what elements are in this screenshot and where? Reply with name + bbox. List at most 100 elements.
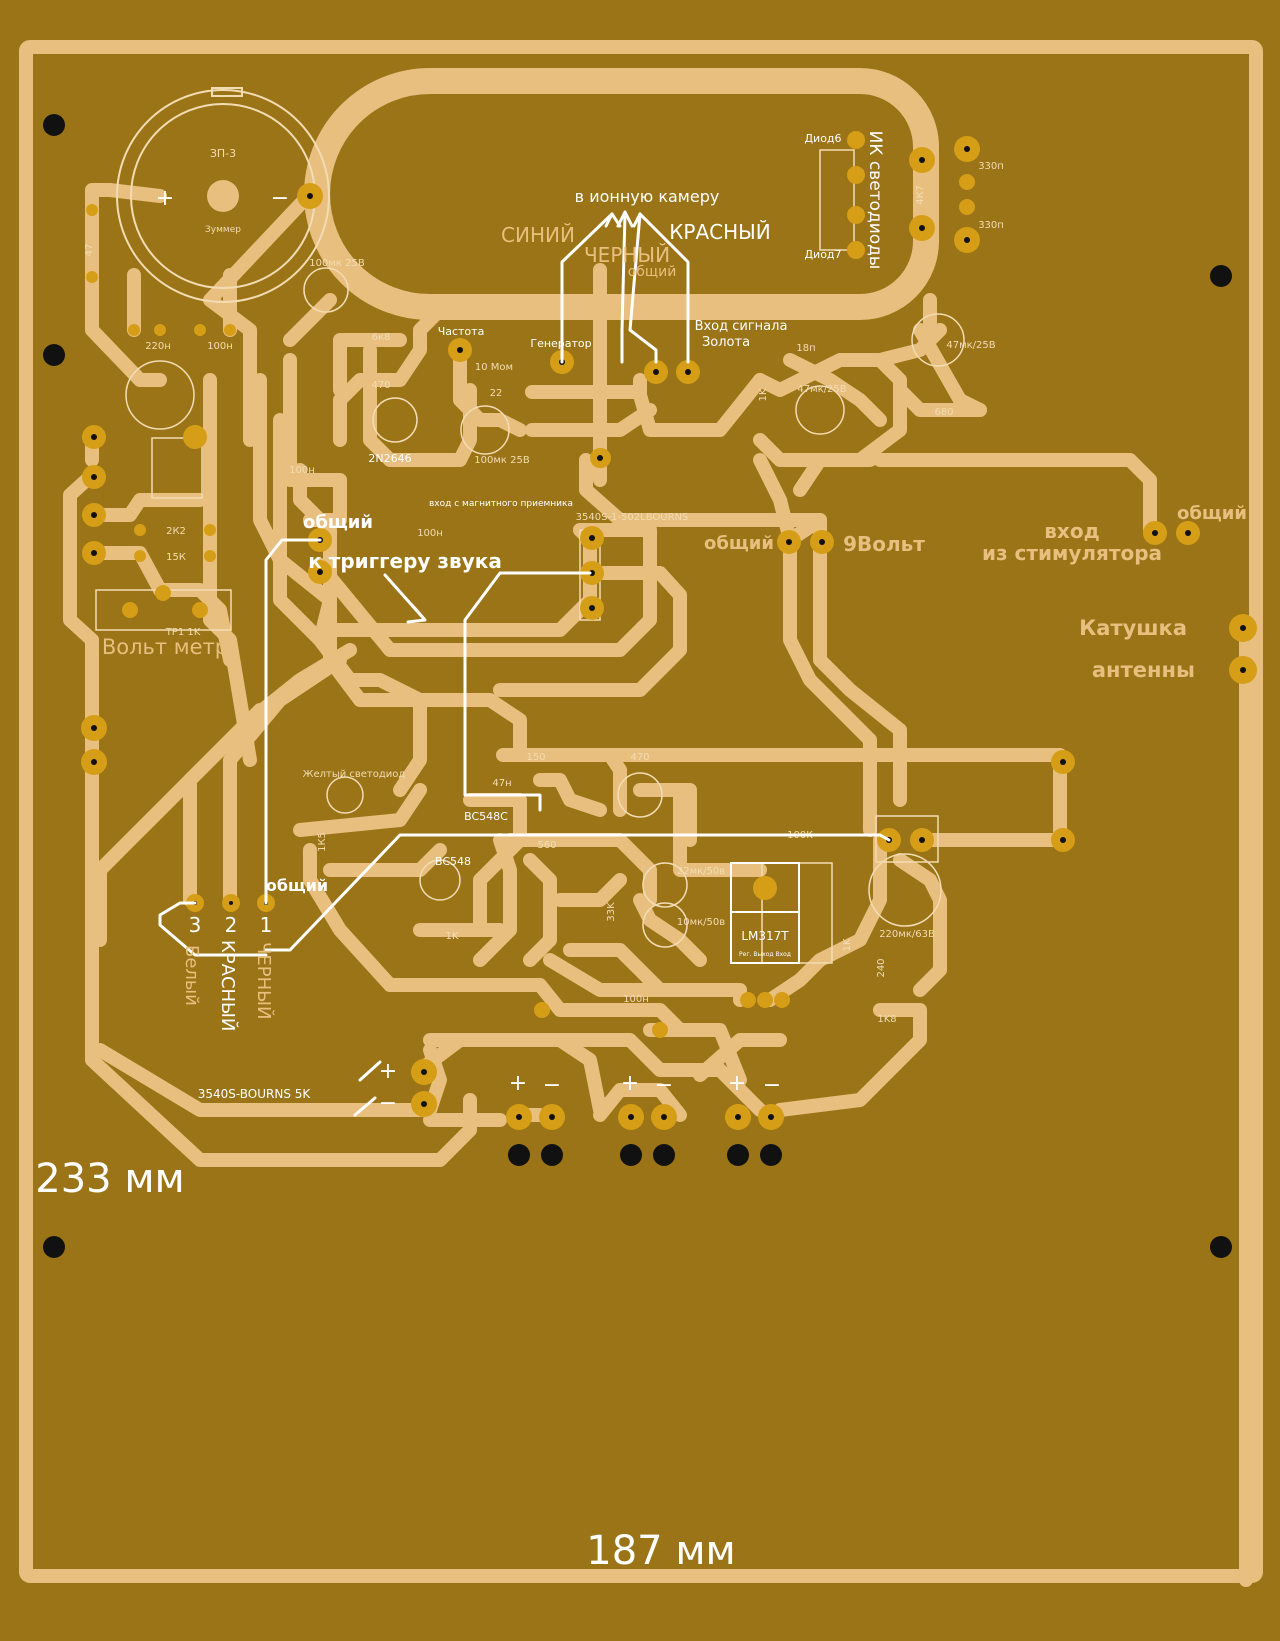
value-r680: 680 (934, 407, 953, 418)
value-c220mk: 220мк/63В (879, 929, 935, 940)
label-frequency: Частота (438, 325, 485, 338)
silk-wires (158, 210, 891, 1117)
label-signal-in: Вход сигнала (695, 319, 788, 334)
copper-traces (63, 183, 1253, 1587)
value-c100n-a: 100н (207, 341, 233, 352)
buzzer: ЗП-3 Зуммер + − (116, 87, 330, 303)
value-c100mk: 100мк 25В (309, 258, 365, 269)
label-diode6: Диод6 (804, 132, 841, 145)
label-tp1: TP1 1K (165, 627, 201, 638)
label-antenna: антенны (1092, 658, 1195, 682)
label-diode7: Диод7 (804, 248, 841, 261)
label-pin2: 2 (225, 913, 238, 937)
value-c220n: 220н (145, 341, 171, 352)
label-2n2646: 2N2646 (368, 452, 411, 465)
value-r1k-c: 1K (842, 938, 853, 951)
value-c330p-a: 330п (978, 161, 1004, 172)
value-r470b: 470 (630, 752, 649, 763)
value-c10mk: 10мк/50в (677, 917, 725, 928)
value-r22: 22 (490, 388, 503, 399)
label-to-sound-trigger: к триггеру звука (308, 549, 502, 573)
lm317-label: LM317T (741, 929, 789, 943)
value-c100n-b: 100н (289, 465, 315, 476)
terminal-holes (508, 1144, 782, 1166)
value-r2k2: 2К2 (166, 526, 186, 537)
value-c47n: 47н (492, 778, 511, 789)
value-r240: 240 (876, 958, 887, 977)
labels: в ионную камеру СИНИЙ ЧЕРНЫЙ КРАСНЫЙ общ… (35, 131, 1247, 1574)
terminal-polarity: + − + − + − + − (379, 1059, 781, 1116)
label-bc548: BC548 (435, 855, 471, 868)
regulator-lm317: LM317T Рег. Выход Вход (730, 862, 800, 964)
buzzer-label: ЗП-3 (210, 147, 236, 160)
label-yellow-led: Желтый светодиод (303, 769, 406, 780)
transistor-2n2646-top (95, 149, 965, 964)
label-height: 233 мм (35, 1156, 184, 1202)
buzzer-plus: + (156, 186, 174, 211)
label-pin1: 1 (260, 913, 273, 937)
label-coil: Катушка (1079, 616, 1187, 640)
label-common-bottom: общий (266, 876, 328, 895)
label-common-small: общий (628, 264, 677, 280)
t0-minus: − (379, 1091, 397, 1116)
label-trimmer-bottom: 3540S-BOURNS 5K (198, 1087, 312, 1101)
label-generator: Генератор (530, 337, 591, 350)
value-c47mk-b: 47мк/25В (797, 384, 846, 395)
value-c100n-d: 100н (623, 994, 649, 1005)
label-black: ЧЕРНЫЙ (584, 243, 670, 267)
value-r1k-b: 1K (446, 931, 459, 942)
label-bc548c: BC548C (464, 810, 508, 823)
t3-minus: − (763, 1073, 781, 1098)
label-blue: СИНИЙ (501, 223, 575, 247)
lm317-pins: Рег. Выход Вход (739, 951, 791, 958)
buzzer-name: Зуммер (205, 225, 241, 235)
t2-minus: − (655, 1073, 673, 1098)
value-r150: 150 (526, 752, 545, 763)
value-c18p: 18п (796, 343, 815, 354)
mounting-holes (43, 114, 1232, 1258)
value-c100mk-b: 100мк 25В (474, 455, 530, 466)
label-common-stim: общий (1177, 503, 1247, 524)
label-input: вход (1044, 519, 1099, 543)
label-width: 187 мм (586, 1528, 735, 1574)
value-r1k: 1K (758, 388, 769, 401)
value-r10m: 10 Мом (475, 362, 513, 373)
t1-plus: + (509, 1071, 527, 1096)
label-red2: КРАСНЫЙ (217, 940, 239, 1031)
label-nine-volt: 9Вольт (843, 532, 925, 556)
value-r560: 560 (537, 840, 556, 851)
label-pin3: 3 (189, 913, 202, 937)
label-common-trigger: общий (303, 512, 373, 533)
label-black2: ЧЕРНЫЙ (253, 942, 275, 1019)
value-c100n-c: 100н (417, 528, 443, 539)
label-trimmer-top: 3540S-1-502LBOURNS (576, 512, 689, 523)
value-r47: 47 (84, 244, 95, 257)
label-red: КРАСНЫЙ (669, 220, 771, 244)
value-r15k: 15К (166, 552, 186, 563)
label-white: Белый (181, 945, 202, 1006)
t1-minus: − (543, 1073, 561, 1098)
value-r4k7: 4К7 (915, 185, 926, 205)
value-r1k5: 1К5 (317, 832, 328, 852)
value-r6k8: 6к8 (372, 332, 391, 343)
label-common-9v: общий (704, 533, 774, 554)
value-c330p-b: 330п (978, 220, 1004, 231)
value-r1k8: 1K8 (877, 1014, 896, 1025)
value-r33k: 33K (606, 902, 617, 922)
component-values: 47 220н 100н 100мк 25В 6к8 470 10 Мом 22… (84, 161, 1004, 1025)
label-voltmeter: Вольт метр (102, 635, 228, 659)
label-ir-leds: ИК светодиоды (865, 131, 885, 270)
t2-plus: + (621, 1071, 639, 1096)
ion-chamber-ring (304, 68, 939, 320)
t0-plus: + (379, 1059, 397, 1084)
label-gold: Золота (702, 335, 750, 350)
label-mag-input: вход с магнитного приемника (429, 499, 573, 509)
value-c22mk: 22мк/50в (677, 866, 725, 877)
board-outline (19, 40, 1263, 1583)
t3-plus: + (728, 1071, 746, 1096)
value-r470a: 470 (371, 380, 390, 391)
buzzer-minus: − (271, 186, 289, 211)
label-to-ion-chamber: в ионную камеру (575, 187, 720, 206)
drill-dots (91, 146, 1246, 1120)
